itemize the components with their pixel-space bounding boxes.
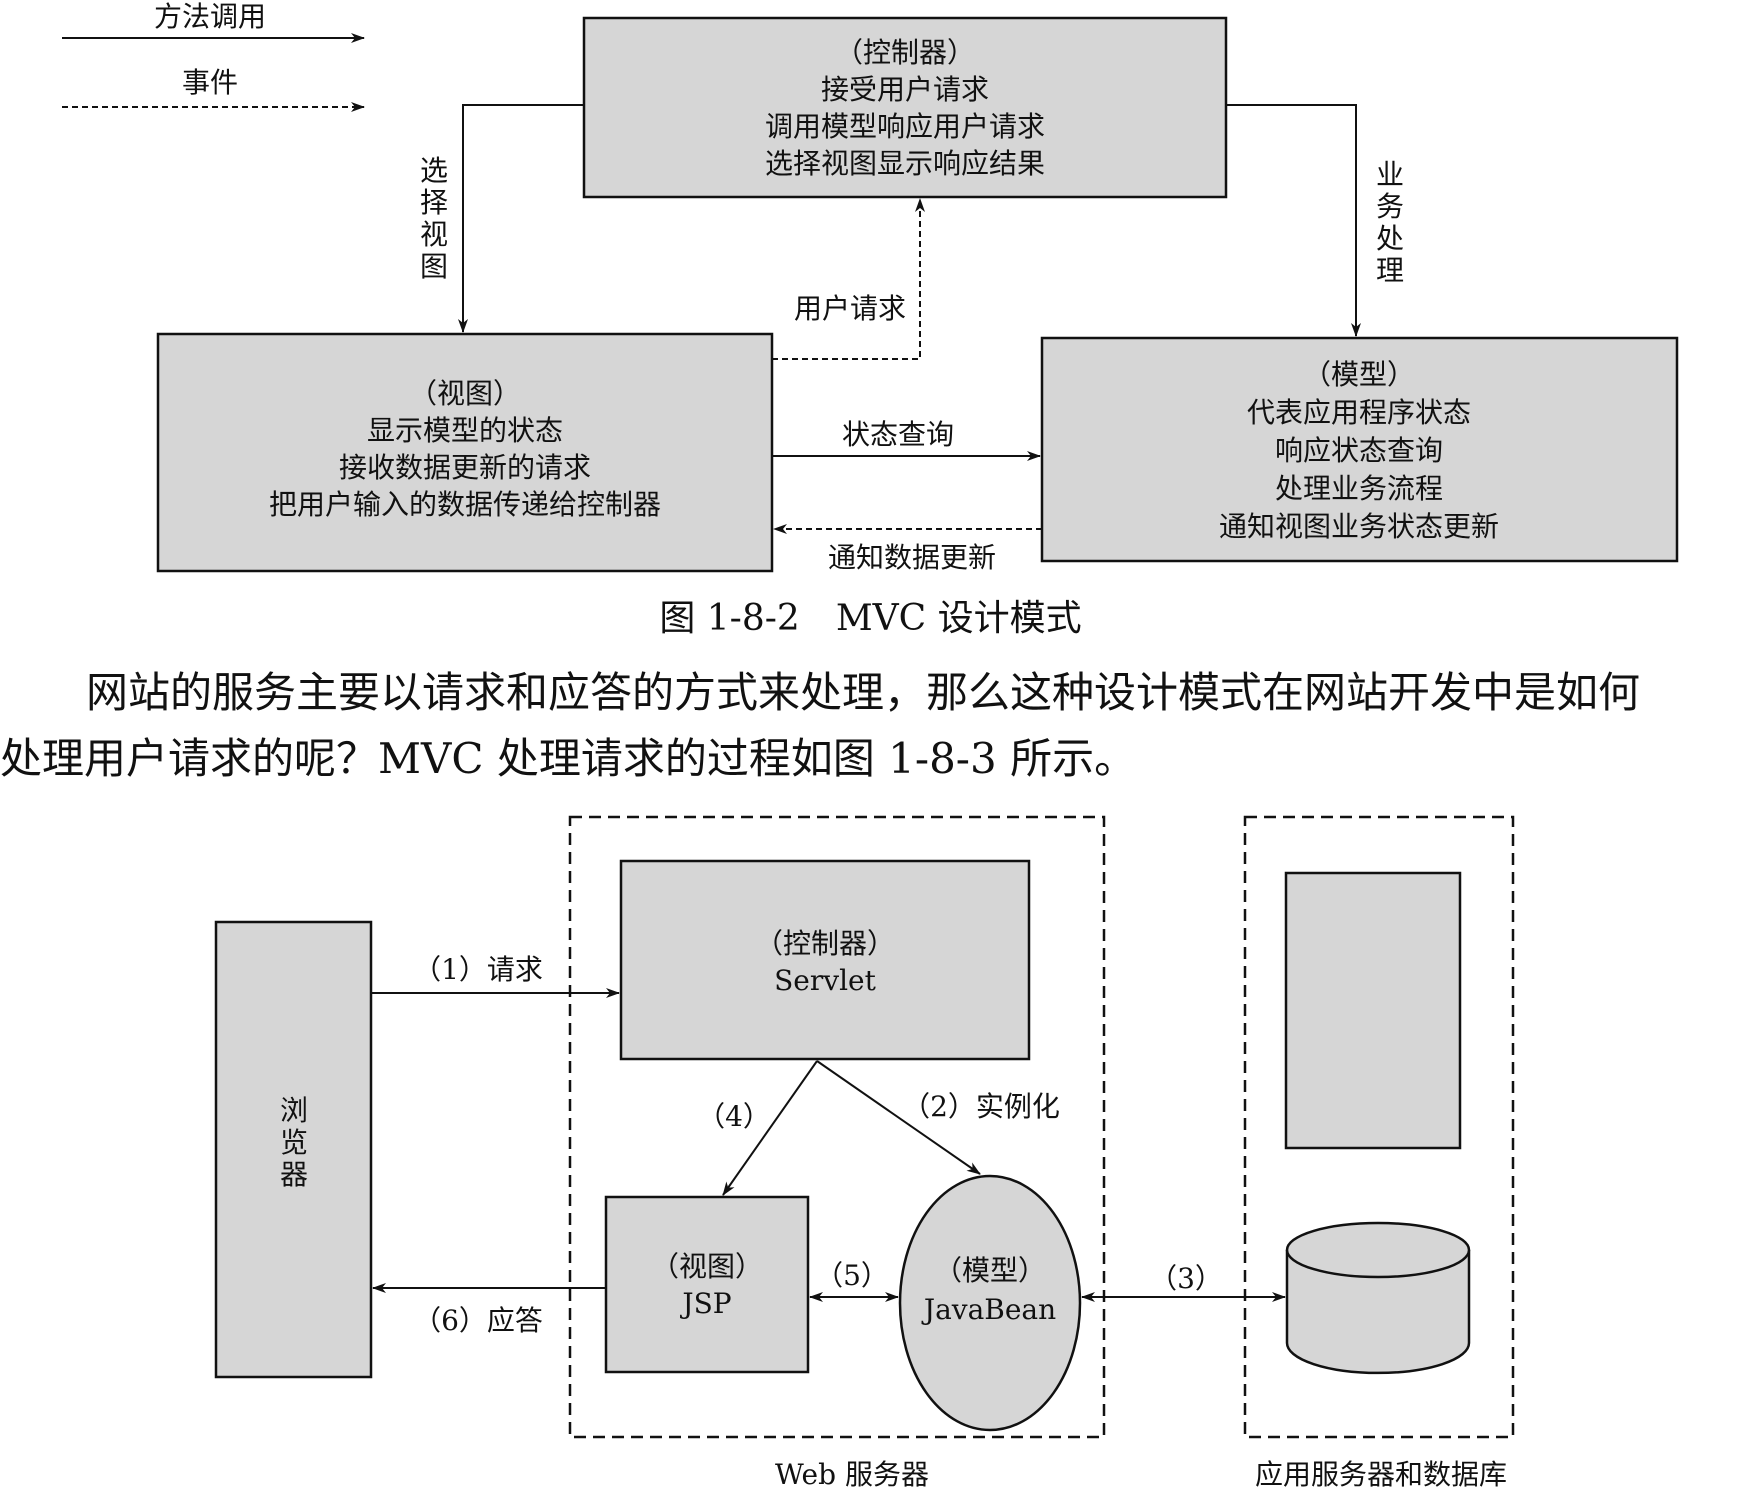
browser-box bbox=[214, 920, 373, 1379]
jsp-label: JSP bbox=[679, 1287, 731, 1320]
model-title: （模型） bbox=[1303, 358, 1415, 391]
controller-box bbox=[582, 16, 1228, 199]
model-line-3: 处理业务流程 bbox=[1275, 472, 1443, 505]
figure-caption: 图 1-8-2 MVC 设计模式 bbox=[659, 598, 1082, 639]
legend: 方法调用 事件 bbox=[62, 0, 365, 112]
database-cylinder bbox=[1285, 1221, 1471, 1375]
app-server-label: 应用服务器和数据库 bbox=[1255, 1458, 1507, 1490]
controller-line-1: 接受用户请求 bbox=[821, 73, 989, 106]
model-line-2: 响应状态查询 bbox=[1275, 434, 1443, 467]
label-notify-update: 通知数据更新 bbox=[828, 541, 996, 574]
label-business-4: 理 bbox=[1376, 254, 1404, 287]
browser-label-3: 器 bbox=[280, 1158, 308, 1191]
javabean-model-ellipse bbox=[898, 1174, 1082, 1432]
label-select-view-2: 择 bbox=[420, 186, 448, 219]
label-select-view-4: 图 bbox=[420, 250, 448, 283]
arrow-step-2-instantiate bbox=[816, 1060, 981, 1175]
arrow-business bbox=[1226, 104, 1361, 337]
label-step-1: （1）请求 bbox=[413, 953, 543, 986]
controller-title: （控制器） bbox=[835, 36, 975, 69]
label-business-3: 处 bbox=[1376, 222, 1404, 255]
model-line-4: 通知视图业务状态更新 bbox=[1219, 510, 1499, 543]
figure-mvc-pattern: （控制器） 接受用户请求 调用模型响应用户请求 选择视图显示响应结果 （视图） … bbox=[156, 16, 1679, 574]
label-state-query: 状态查询 bbox=[842, 418, 954, 451]
controller-line-2: 调用模型响应用户请求 bbox=[765, 110, 1045, 143]
arrow-step-4 bbox=[722, 1060, 818, 1196]
legend-event-label: 事件 bbox=[182, 66, 238, 99]
figure-mvc-request-flow: 浏 览 器 （控制器） Servlet （视图） JSP （模型） JavaBe… bbox=[214, 815, 1515, 1490]
view-box bbox=[156, 332, 774, 573]
servlet-title: （控制器） bbox=[755, 927, 895, 960]
label-step-4: （4） bbox=[697, 1100, 771, 1133]
view-line-2: 接收数据更新的请求 bbox=[339, 451, 591, 484]
javabean-title: （模型） bbox=[934, 1254, 1046, 1287]
model-box bbox=[1040, 336, 1679, 563]
arrow-user-request bbox=[772, 198, 925, 360]
label-step-5: （5） bbox=[815, 1259, 889, 1292]
web-server-label: Web 服务器 bbox=[775, 1458, 929, 1490]
model-line-1: 代表应用程序状态 bbox=[1247, 396, 1471, 429]
view-title: （视图） bbox=[409, 377, 521, 410]
browser-label-1: 浏 bbox=[280, 1094, 308, 1127]
label-user-request: 用户请求 bbox=[794, 292, 906, 325]
jsp-title: （视图） bbox=[651, 1250, 763, 1283]
arrow-select-view bbox=[458, 104, 584, 333]
label-business-2: 务 bbox=[1376, 190, 1404, 223]
label-select-view-3: 视 bbox=[420, 218, 448, 251]
controller-line-3: 选择视图显示响应结果 bbox=[765, 147, 1045, 180]
label-step-2: （2）实例化 bbox=[902, 1090, 1060, 1123]
app-server-box bbox=[1284, 871, 1462, 1150]
label-step-6: （6）应答 bbox=[413, 1304, 543, 1337]
view-line-1: 显示模型的状态 bbox=[367, 414, 563, 447]
jsp-view-box bbox=[604, 1195, 810, 1374]
paragraph-line-1: 网站的服务主要以请求和应答的方式来处理，那么这种设计模式在网站开发中是如何 bbox=[86, 668, 1641, 717]
app-server-container bbox=[1243, 815, 1515, 1439]
legend-method-call-label: 方法调用 bbox=[154, 0, 266, 33]
paragraph-line-2: 处理用户请求的呢？MVC 处理请求的过程如图 1-8-3 所示。 bbox=[0, 734, 1137, 783]
label-step-3: （3） bbox=[1149, 1262, 1223, 1295]
browser-label-2: 览 bbox=[280, 1126, 308, 1159]
label-select-view-1: 选 bbox=[420, 154, 448, 187]
label-business-1: 业 bbox=[1376, 158, 1404, 191]
servlet-label: Servlet bbox=[774, 964, 876, 997]
servlet-controller-box bbox=[619, 859, 1031, 1061]
javabean-label: JavaBean bbox=[921, 1293, 1056, 1326]
view-line-3: 把用户输入的数据传递给控制器 bbox=[269, 488, 661, 521]
web-server-container bbox=[568, 815, 1106, 1439]
